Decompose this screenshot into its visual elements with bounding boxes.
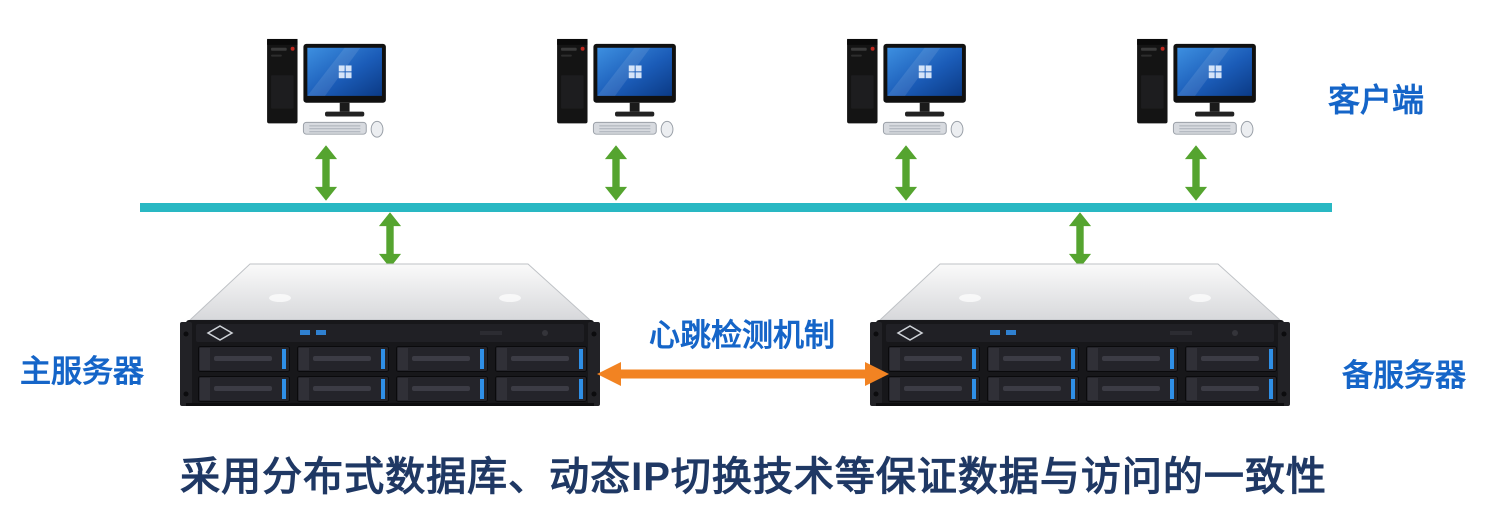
vertical-double-arrow-icon <box>1184 144 1208 202</box>
client-computer-icon <box>842 36 970 144</box>
backup-server-icon <box>870 260 1290 412</box>
primary-server-label: 主服务器 <box>20 354 144 389</box>
horizontal-double-arrow-icon <box>597 360 889 388</box>
primary-server-icon <box>180 260 600 412</box>
client-computer-icon <box>1132 36 1260 144</box>
client-computer-icon <box>262 36 390 144</box>
vertical-double-arrow-icon <box>894 144 918 202</box>
vertical-double-arrow-icon <box>604 144 628 202</box>
client-label: 客户端 <box>1328 82 1425 118</box>
client-computer-icon <box>552 36 680 144</box>
network-bus-line <box>140 203 1332 212</box>
vertical-double-arrow-icon <box>314 144 338 202</box>
backup-server-label: 备服务器 <box>1342 358 1466 393</box>
heartbeat-label: 心跳检测机制 <box>649 318 835 353</box>
diagram-caption: 采用分布式数据库、动态IP切换技术等保证数据与访问的一致性 <box>180 455 1327 499</box>
